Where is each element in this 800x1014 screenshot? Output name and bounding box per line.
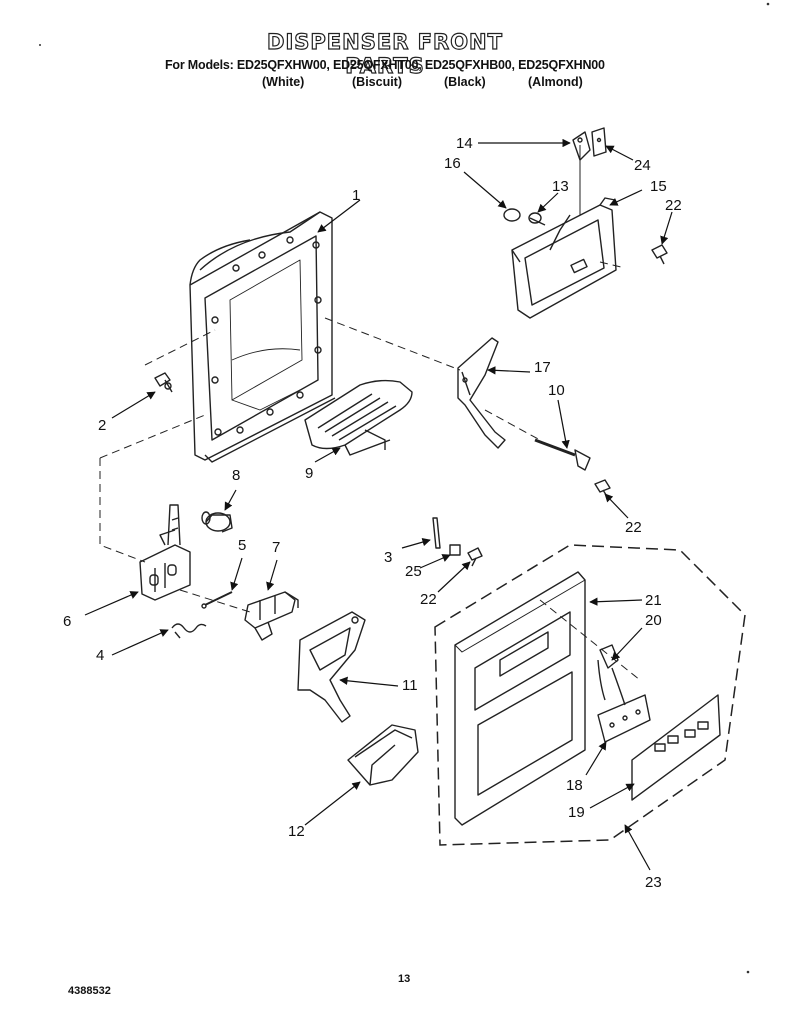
callout-22-c: 22 — [420, 591, 437, 608]
callout-22-a: 22 — [665, 197, 682, 214]
callout-3: 3 — [384, 549, 393, 566]
callout-8: 8 — [232, 467, 241, 484]
part-24-plate — [591, 127, 607, 157]
callout-22-b: 22 — [625, 519, 642, 536]
callout-18: 18 — [566, 777, 583, 794]
part-11-actuator-lever — [297, 611, 366, 723]
callout-16: 16 — [444, 155, 461, 172]
part-2-screw — [154, 372, 173, 393]
part-10-rod — [534, 438, 591, 471]
page-title: DISPENSER FRONT PARTS — [266, 29, 503, 78]
callout-21: 21 — [645, 592, 662, 609]
callout-13: 13 — [552, 178, 569, 195]
callout-12: 12 — [288, 823, 305, 840]
part-20-wire-harness — [597, 644, 626, 706]
part-22-screw-a — [651, 244, 668, 265]
callout-17: 17 — [534, 359, 551, 376]
callout-23: 23 — [645, 874, 662, 891]
part-25-tab — [449, 544, 461, 556]
callout-7: 7 — [272, 539, 281, 556]
document-number: 4388532 — [68, 985, 111, 997]
callout-24: 24 — [634, 157, 651, 174]
part-22-screw-b — [594, 479, 611, 499]
leader-lines — [84, 138, 673, 871]
callout-11: 11 — [402, 677, 418, 694]
callout-19: 19 — [568, 804, 585, 821]
variant-white: (White) — [262, 75, 305, 89]
part-8-solenoid — [201, 511, 233, 533]
part-3-clip — [432, 517, 441, 549]
guide-lines — [99, 261, 641, 681]
callout-25: 25 — [405, 563, 422, 580]
callout-6: 6 — [63, 613, 72, 630]
callout-10: 10 — [548, 382, 565, 399]
part-9-drip-tray — [304, 379, 413, 456]
part-15-upper-housing — [511, 145, 617, 319]
speck — [746, 970, 750, 974]
callout-4: 4 — [96, 647, 105, 664]
callout-9: 9 — [305, 465, 314, 482]
callout-14: 14 — [456, 135, 473, 152]
assembly-23-outline — [434, 544, 746, 846]
speck — [766, 2, 770, 6]
part-13-nozzle — [528, 212, 546, 226]
variant-biscuit: (Biscuit) — [352, 75, 402, 89]
part-12-funnel-cup — [347, 724, 419, 786]
callout-15: 15 — [650, 178, 667, 195]
part-4-spring — [171, 623, 207, 639]
callout-5: 5 — [238, 537, 247, 554]
variant-black: (Black) — [444, 75, 486, 89]
part-7-bracket — [244, 591, 299, 641]
part-21-front-panel — [454, 571, 586, 826]
callout-1: 1 — [352, 187, 361, 204]
callout-2: 2 — [98, 417, 107, 434]
part-18-control-board — [597, 694, 651, 743]
models-line: For Models: ED25QFXHW00, ED25QFXHT00, ED… — [165, 58, 605, 72]
part-1-housing — [189, 211, 336, 463]
variant-almond: (Almond) — [528, 75, 583, 89]
part-5-pin — [201, 591, 233, 609]
part-14-clip — [572, 131, 591, 161]
speck — [39, 44, 41, 46]
part-17-bracket — [457, 337, 506, 449]
part-22-screw-c — [467, 547, 483, 567]
part-6-switch-module — [139, 504, 191, 601]
callout-20: 20 — [645, 612, 662, 629]
part-16-plug — [503, 208, 521, 222]
part-19-touch-overlay — [631, 694, 721, 801]
page-number: 13 — [398, 973, 411, 985]
